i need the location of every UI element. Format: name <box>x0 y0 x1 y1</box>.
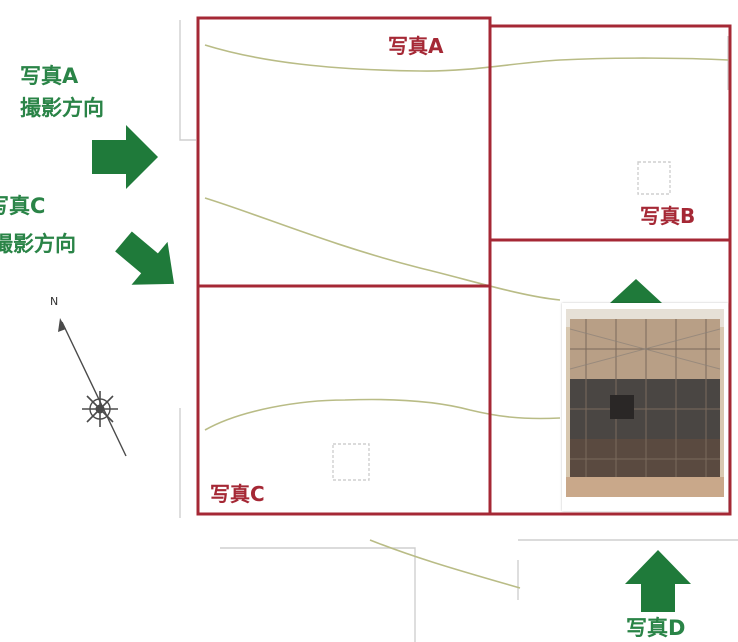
frame-d <box>488 238 732 516</box>
arrow-down-right-icon <box>115 231 175 285</box>
direction-arrows <box>92 125 691 612</box>
arrow-up-icon <box>610 279 662 303</box>
frame-a-label: 写真A <box>388 34 444 58</box>
direction-a-title: 写真A <box>20 64 79 88</box>
direction-d-title: 写真D <box>626 616 686 640</box>
direction-c-caption: 撮影方向 <box>0 232 76 256</box>
compass-rose-icon <box>58 318 127 457</box>
direction-c-title: 写真C <box>0 194 46 218</box>
arrow-right-icon <box>92 125 158 189</box>
compass-north-label: N <box>50 295 59 308</box>
construction-photo <box>562 303 728 511</box>
photo-frames <box>196 16 732 516</box>
construction-photo-image <box>566 309 724 497</box>
frame-c-label: 写真C <box>210 482 265 506</box>
direction-a-caption: 撮影方向 <box>20 96 104 120</box>
map-lines <box>179 20 738 642</box>
site-lines <box>204 44 729 589</box>
arrow-up-icon <box>625 550 691 612</box>
frame-b-label: 写真B <box>640 204 696 228</box>
